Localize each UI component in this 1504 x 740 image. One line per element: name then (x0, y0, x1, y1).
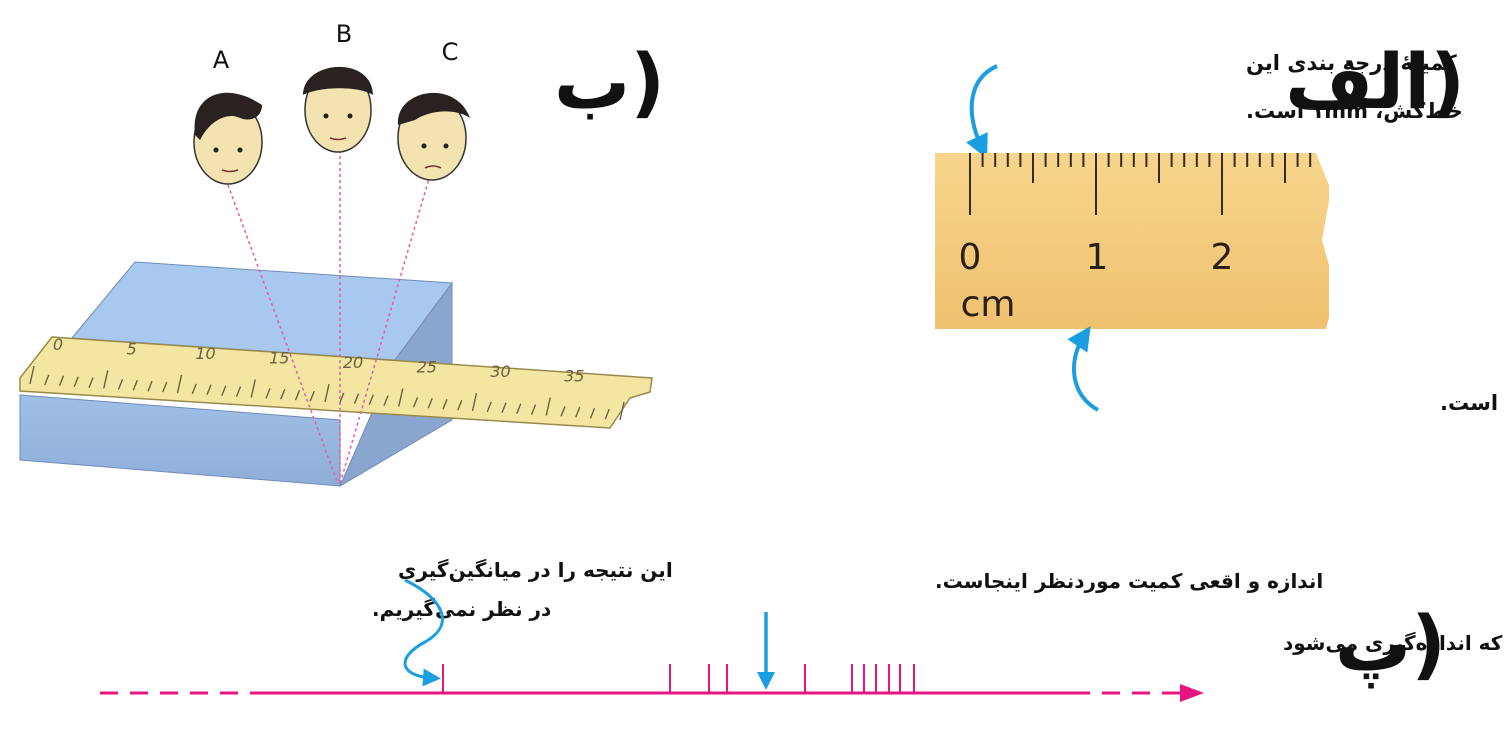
block-front (19, 394, 341, 487)
viewer-label-b: B (336, 20, 352, 48)
panel-be-label: ب) (554, 37, 665, 126)
scale-tick (575, 407, 581, 418)
scale-tick (73, 376, 79, 387)
scale-tick (471, 392, 478, 412)
scale-tick (501, 402, 507, 414)
scale-strip (19, 336, 653, 429)
scale-tick (221, 385, 227, 396)
pe-true-value-note: اندازه و اقعی کمیت موردنظر اینجاست. (935, 569, 1323, 593)
scale-tick (294, 389, 301, 401)
scale-tick (398, 388, 404, 407)
scale-tick (206, 384, 212, 396)
scale-number: 15 (269, 349, 289, 368)
scale-tick (457, 399, 463, 411)
alef-top-arrow (966, 64, 998, 159)
scale-number: 35 (564, 367, 584, 386)
panel-pe-label: پ) (1335, 599, 1446, 688)
sight-lines (227, 150, 431, 485)
scale-tick (117, 379, 124, 390)
alef-note-top-line1: کمینهٔ درجه بندی این (1246, 51, 1457, 75)
ruler-number-2: 2 (1211, 237, 1234, 278)
scale-tick (265, 388, 271, 399)
scale-tick (619, 401, 625, 421)
scale-tick (147, 380, 153, 392)
scale-ticks (29, 365, 625, 421)
scale-tick (604, 408, 610, 420)
ruler-unit: cm (961, 284, 1016, 325)
scale-number: 25 (417, 358, 437, 377)
scale-tick (58, 375, 65, 387)
scale-tick (280, 389, 286, 400)
alef-bottom-arrow (1067, 326, 1100, 412)
scale-tick (486, 401, 492, 413)
scale-tick (560, 406, 566, 417)
scale-tick (530, 404, 537, 415)
scale-tick (309, 390, 315, 402)
scale-tick (353, 393, 360, 405)
scale-tick (235, 386, 242, 397)
scale-numbers: 0 5 10 15 20 25 30 35 (53, 335, 585, 386)
scale-tick (427, 398, 433, 409)
scale-tick (132, 380, 138, 391)
viewer-head-c (397, 92, 470, 181)
close-up-ruler (935, 153, 1329, 329)
viewer-head-a (193, 92, 263, 185)
scale-tick (368, 394, 374, 405)
viewer-head-b (303, 66, 373, 153)
viewer-label-a: A (213, 46, 230, 74)
ruler-mm-ticks (969, 153, 1312, 215)
scale-tick (191, 383, 197, 395)
panel-pe: پ) کمیتی که اندازه‌گیری می‌شود اندازه و … (100, 558, 1504, 702)
scale-number: 10 (195, 344, 215, 363)
scale-tick (589, 407, 596, 419)
panel-alef: الف) کمینهٔ درجه بندی این خط‌کش، ۱mm است… (935, 37, 1504, 415)
scale-tick (44, 374, 50, 386)
scale-tick (516, 403, 522, 414)
scale-tick (250, 379, 256, 398)
panel-alef-label: الف) (1285, 37, 1465, 126)
scale-number: 5 (127, 340, 137, 359)
viewer-label-c: C (442, 38, 459, 66)
panel-be: ب) 0 5 10 15 20 25 30 35 (19, 20, 665, 488)
scale-tick (412, 397, 419, 408)
pe-outlier-note-line1: این نتیجه را در میانگین‌گیری (398, 558, 673, 582)
scale-tick (545, 397, 551, 416)
ruler-number-1: 1 (1086, 237, 1109, 278)
pe-outlier-note-line2: در نظر نمی‌گیریم. (372, 597, 551, 621)
axis-arrowhead (1180, 684, 1204, 702)
scale-number: 30 (490, 362, 510, 381)
scale-tick (176, 374, 183, 394)
alef-note-bottom: دقت این خط‌کش ۱mm است. (1440, 391, 1504, 415)
scale-tick (324, 383, 330, 403)
sight-line-a (227, 184, 339, 485)
scale-tick (29, 365, 35, 385)
scale-tick (339, 392, 345, 404)
ruler-number-0: 0 (959, 237, 982, 278)
scale-tick (162, 381, 168, 393)
scale-number: 0 (53, 335, 63, 354)
scale-tick (103, 370, 109, 389)
scale-number: 20 (343, 353, 363, 372)
measurement-marks (442, 664, 915, 693)
scale-tick (442, 398, 448, 410)
pe-axis-label: کمیتی که اندازه‌گیری می‌شود (1283, 631, 1504, 655)
outlier-arrow (403, 578, 444, 687)
true-value-arrowhead (757, 672, 775, 690)
scale-tick (383, 395, 389, 406)
alef-note-top-line2: خط‌کش، ۱mm است. (1246, 99, 1463, 123)
scale-tick (88, 377, 94, 388)
